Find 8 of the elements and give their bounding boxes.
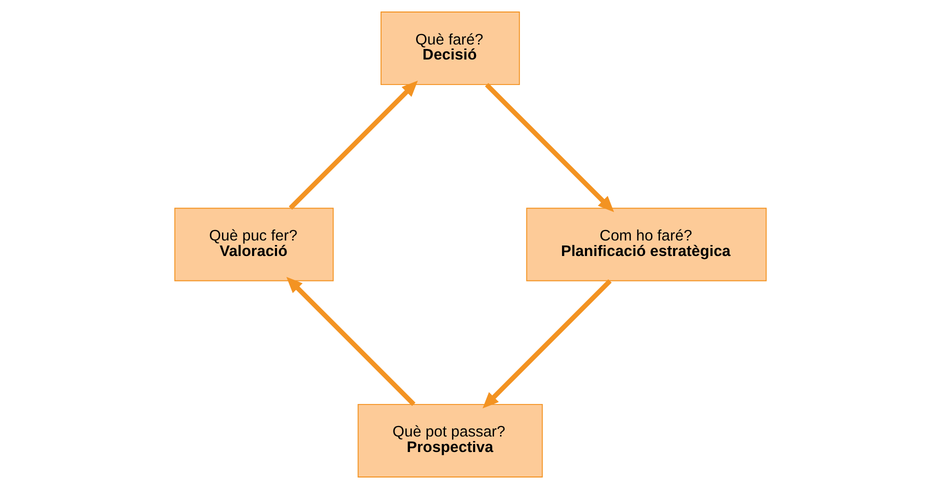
arrow — [286, 276, 416, 406]
node-box: Què pot passar? Prospectiva — [358, 404, 543, 478]
arrow — [288, 80, 418, 210]
node-box: Què faré? Decisió — [380, 12, 520, 86]
arrow — [482, 279, 612, 408]
arrow — [484, 83, 614, 212]
node-box: Com ho faré? Planificació estratègica — [526, 208, 767, 282]
node-box: Què puc fer? Valoració — [174, 208, 334, 282]
